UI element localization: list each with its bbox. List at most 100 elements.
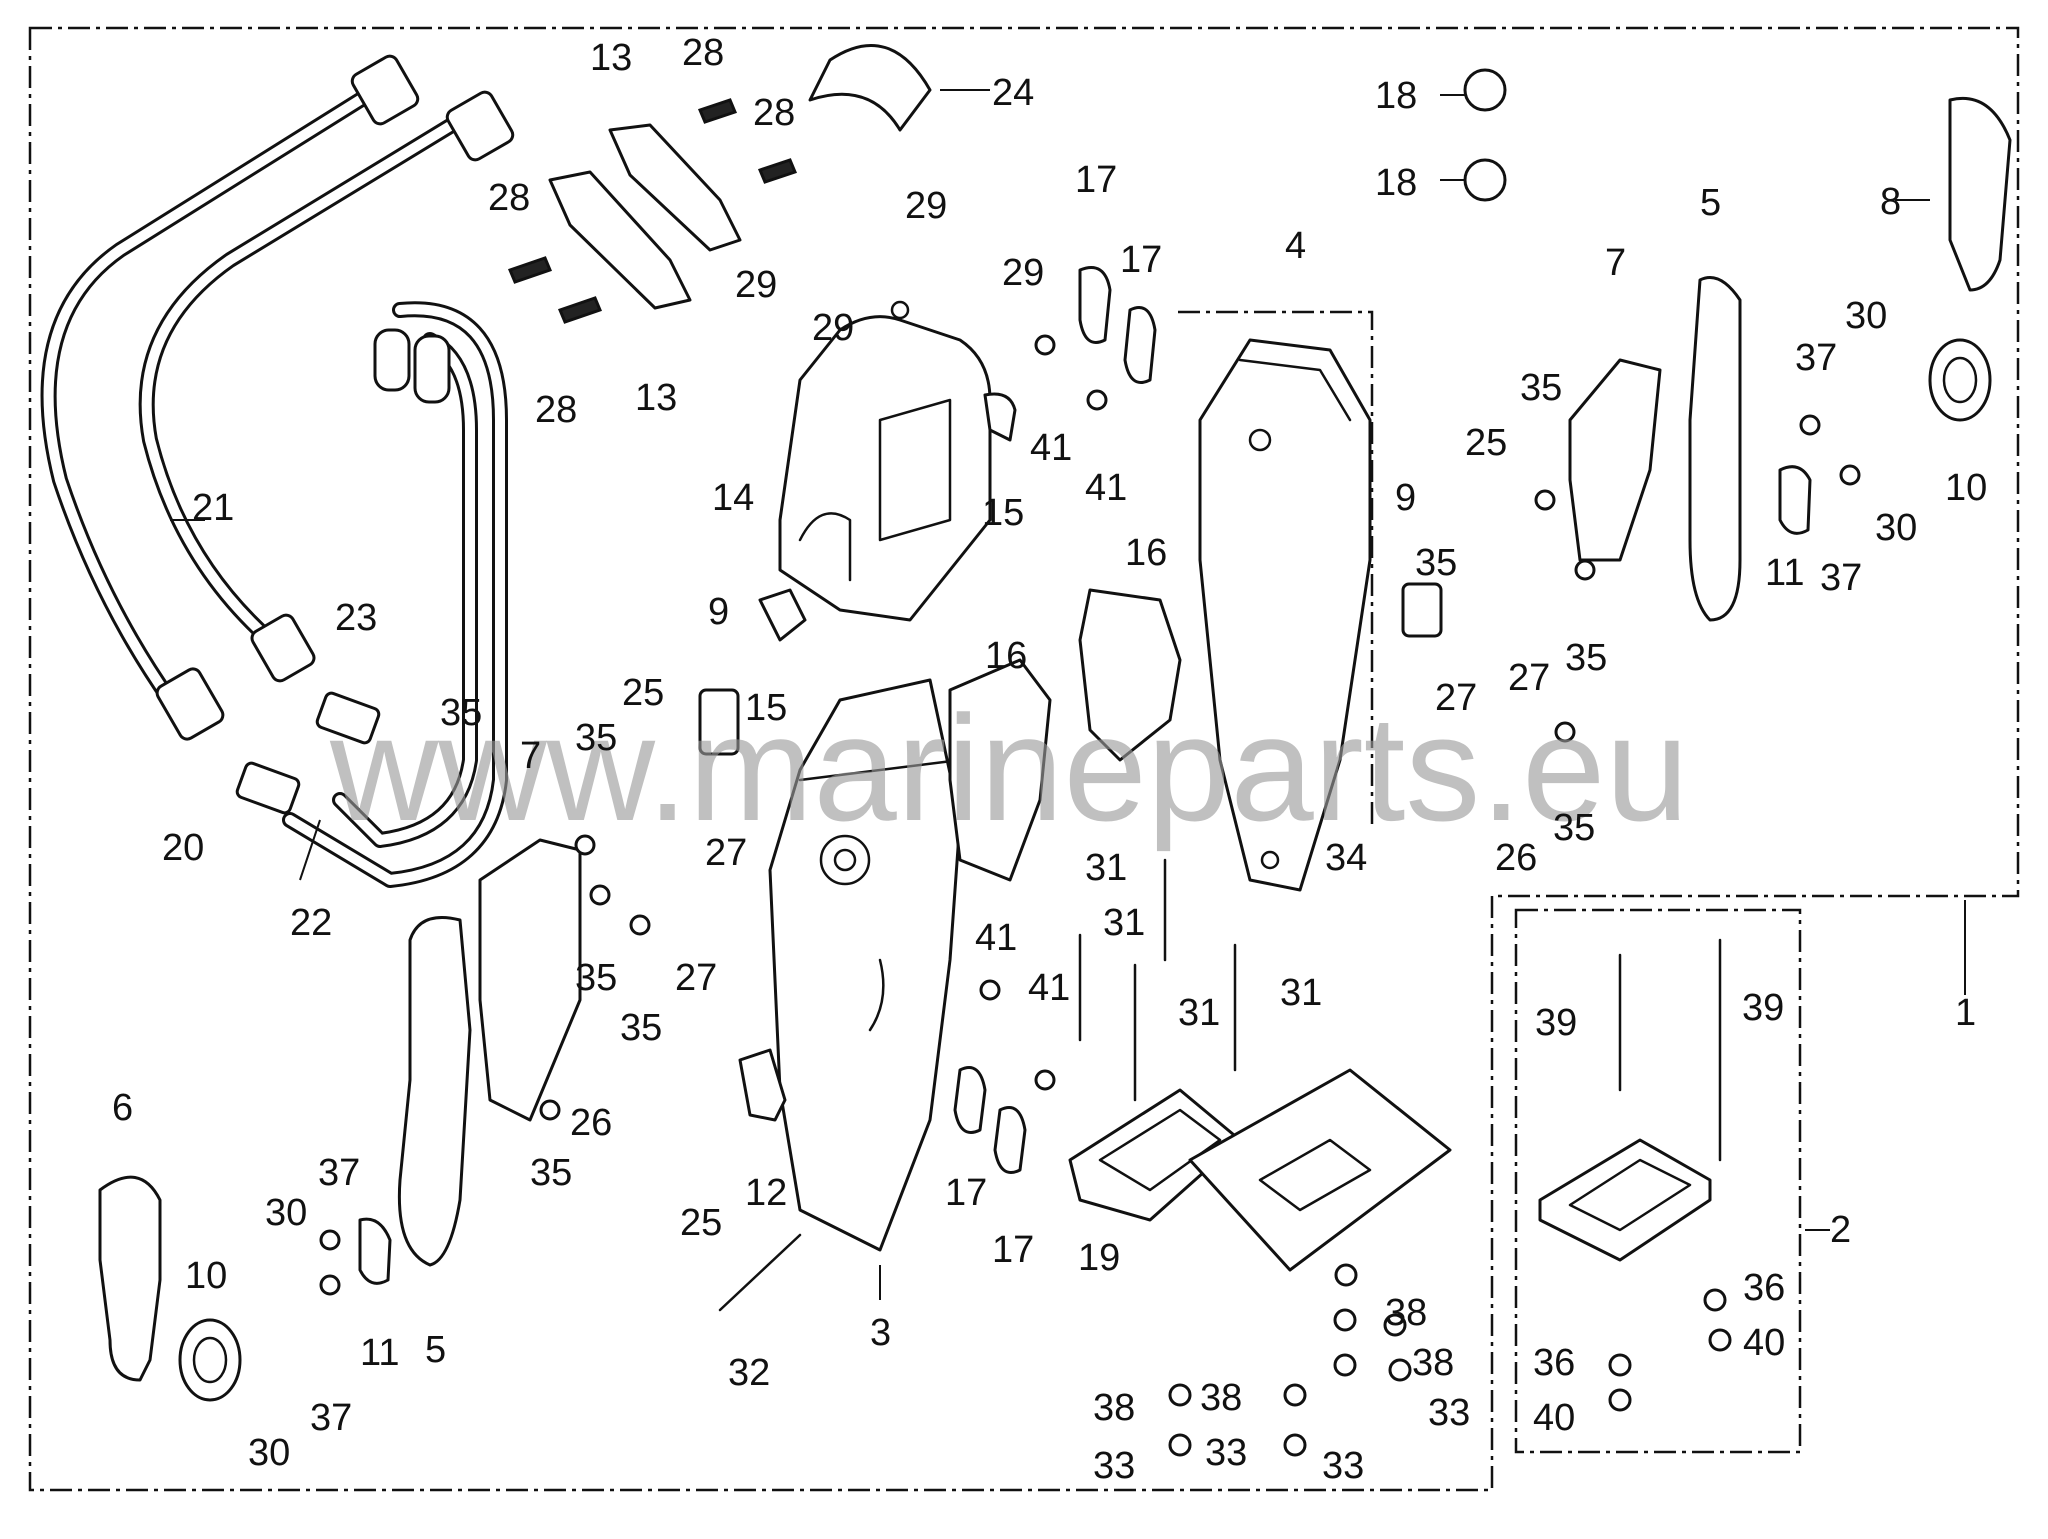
callout-40b: 40 <box>1533 1397 1575 1439</box>
grommet-18-lower <box>1463 158 1507 202</box>
callout-33d: 33 <box>1428 1392 1470 1434</box>
callout-27c: 27 <box>1435 677 1477 719</box>
base-plate-19 <box>1068 1088 1242 1222</box>
callout-23: 23 <box>335 597 377 639</box>
callout-29c: 29 <box>735 264 777 306</box>
bracket-13 <box>508 98 798 324</box>
callout-25b: 25 <box>1465 422 1507 464</box>
callout-25c: 25 <box>680 1202 722 1244</box>
callout-35a: 35 <box>575 717 617 759</box>
callout-15a: 15 <box>982 492 1024 534</box>
clip-12 <box>738 1048 787 1122</box>
callout-35d: 35 <box>530 1152 572 1194</box>
assembly-boundary <box>28 26 2020 1492</box>
callout-20: 20 <box>162 827 204 869</box>
callout-37d: 37 <box>1820 557 1862 599</box>
callout-10a: 10 <box>185 1255 227 1297</box>
block-9-right <box>1401 582 1443 638</box>
callout-22: 22 <box>290 902 332 944</box>
callout-41d: 41 <box>1028 967 1070 1009</box>
callout-14: 14 <box>712 477 754 519</box>
callout-5a: 5 <box>1700 182 1721 224</box>
callout-27d: 27 <box>1508 657 1550 699</box>
callout-34: 34 <box>1325 837 1367 879</box>
callout-13b: 13 <box>635 377 677 419</box>
callout-4: 4 <box>1285 225 1306 267</box>
callout-26b: 26 <box>1495 837 1537 879</box>
callout-2: 2 <box>1830 1209 1851 1251</box>
callout-25a: 25 <box>622 672 664 714</box>
callout-35b: 35 <box>575 957 617 999</box>
cover-24 <box>808 44 932 132</box>
bushing-10-left <box>178 1318 242 1402</box>
callout-28a: 28 <box>682 32 724 74</box>
nuts-washers <box>319 334 1861 1457</box>
callout-17b: 17 <box>1120 239 1162 281</box>
callout-labels: 1 2 3 4 5 5 6 7 7 8 9 9 10 10 11 11 12 1… <box>112 32 1987 1487</box>
callout-19: 19 <box>1078 1237 1120 1279</box>
callout-18a: 18 <box>1375 75 1417 117</box>
callout-28d: 28 <box>535 389 577 431</box>
wire-harness <box>40 54 515 888</box>
callout-39b: 39 <box>1742 987 1784 1029</box>
bolts <box>718 858 1722 1312</box>
grommet-18-upper <box>1463 68 1507 112</box>
bushing-10-right <box>1928 338 1992 422</box>
lever-arm-5-right <box>1688 276 1742 622</box>
link-17-c <box>953 1066 987 1134</box>
housing-4 <box>1198 338 1372 892</box>
callout-13a: 13 <box>590 37 632 79</box>
callout-17a: 17 <box>1075 159 1117 201</box>
callout-7a: 7 <box>520 735 541 777</box>
callout-38c: 38 <box>1200 1377 1242 1419</box>
callout-35h: 35 <box>1553 807 1595 849</box>
callout-10b: 10 <box>1945 467 1987 509</box>
block-7-right <box>1568 358 1662 562</box>
callout-38b: 38 <box>1412 1342 1454 1384</box>
callout-41b: 41 <box>1085 467 1127 509</box>
callout-41c: 41 <box>975 917 1017 959</box>
callout-24: 24 <box>992 72 1034 114</box>
callout-35e: 35 <box>1520 367 1562 409</box>
callout-9b: 9 <box>1395 477 1416 519</box>
callout-7b: 7 <box>1605 242 1626 284</box>
callout-8: 8 <box>1880 181 1901 223</box>
callout-30a: 30 <box>265 1192 307 1234</box>
callout-29a: 29 <box>905 185 947 227</box>
callout-37c: 37 <box>1795 337 1837 379</box>
callout-16b: 16 <box>985 635 1027 677</box>
block-9-left <box>698 688 740 756</box>
callout-26a: 26 <box>570 1102 612 1144</box>
spacer-plate-2 <box>1538 1138 1712 1262</box>
callout-16a: 16 <box>1125 532 1167 574</box>
plate-16-right <box>1078 588 1182 762</box>
watermark: www.marineparts.eu <box>329 684 1689 852</box>
control-body-3 <box>768 678 962 1252</box>
callout-31b: 31 <box>1103 902 1145 944</box>
link-17-a <box>1078 266 1112 344</box>
callout-33a: 33 <box>1093 1445 1135 1487</box>
link-17-d <box>993 1106 1027 1174</box>
callout-36b: 36 <box>1533 1342 1575 1384</box>
callout-28c: 28 <box>488 177 530 219</box>
lever-arm-5-left <box>397 916 472 1267</box>
callout-38a: 38 <box>1385 1292 1427 1334</box>
callout-35c: 35 <box>620 1007 662 1049</box>
callout-3: 3 <box>870 1312 891 1354</box>
link-17-b <box>1123 306 1157 384</box>
callout-33b: 33 <box>1205 1432 1247 1474</box>
callout-11a: 11 <box>360 1332 399 1374</box>
callout-37b: 37 <box>310 1397 352 1439</box>
callout-36a: 36 <box>1743 1267 1785 1309</box>
clip-15-upper <box>983 392 1017 442</box>
handle-6 <box>98 1175 162 1382</box>
callout-41a: 41 <box>1030 427 1072 469</box>
callout-33c: 33 <box>1322 1445 1364 1487</box>
callout-31a: 31 <box>1085 847 1127 889</box>
callout-32: 32 <box>728 1352 770 1394</box>
arm-11-right <box>1778 465 1812 535</box>
cover-14 <box>778 300 992 622</box>
callout-12: 12 <box>745 1172 787 1214</box>
plate-16-center <box>948 658 1052 882</box>
